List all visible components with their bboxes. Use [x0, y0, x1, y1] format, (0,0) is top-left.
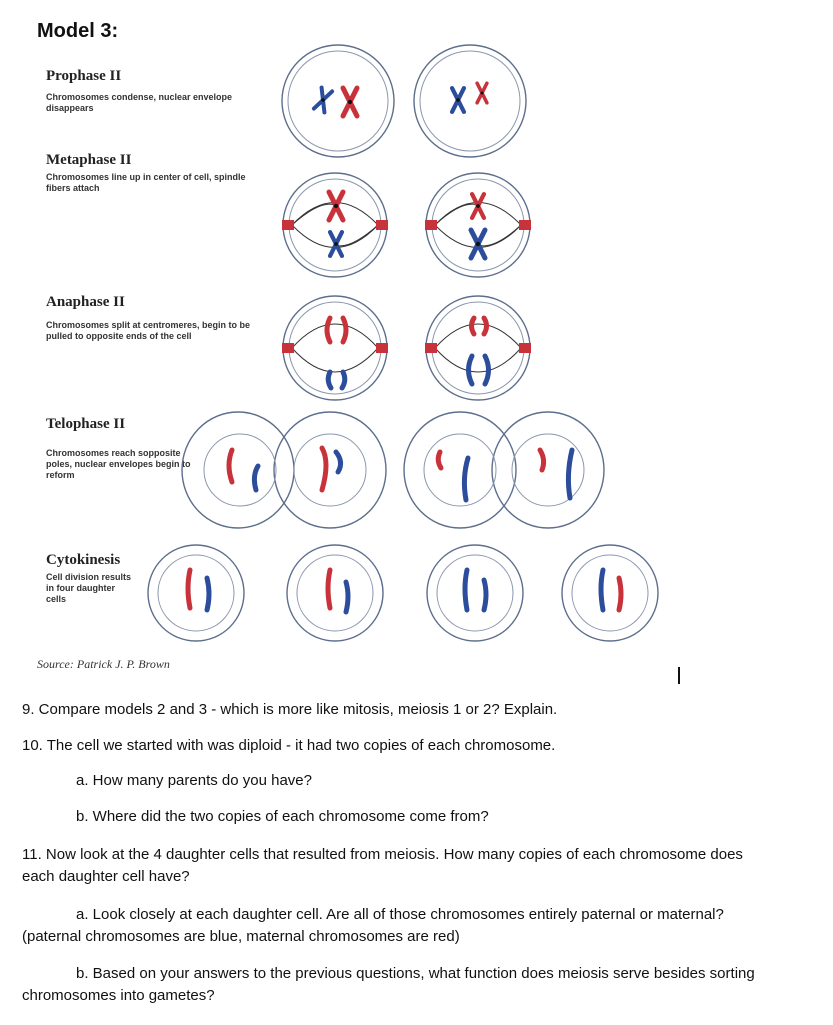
text-cursor [678, 667, 680, 684]
meiosis-ii-diagram [0, 0, 833, 680]
telophase-cell-left [182, 412, 386, 528]
source-credit: Source: Patrick J. P. Brown [37, 657, 170, 672]
telophase-cell-right [404, 412, 604, 528]
metaphase-cell-left [282, 173, 388, 277]
daughter-cell-3 [427, 545, 523, 641]
question-10a: a. How many parents do you have? [76, 770, 312, 792]
daughter-cell-4 [562, 545, 658, 641]
question-11a: a. Look closely at each daughter cell. A… [22, 904, 827, 948]
question-9: 9. Compare models 2 and 3 - which is mor… [22, 699, 557, 721]
anaphase-cell-left [282, 296, 388, 400]
question-11b: b. Based on your answers to the previous… [22, 963, 827, 1007]
prophase-cell-right [414, 45, 526, 157]
anaphase-cell-right [425, 296, 531, 400]
question-10: 10. The cell we started with was diploid… [22, 735, 555, 757]
question-10b: b. Where did the two copies of each chro… [76, 806, 489, 828]
daughter-cell-2 [287, 545, 383, 641]
question-11: 11. Now look at the 4 daughter cells tha… [22, 844, 827, 888]
daughter-cell-1 [148, 545, 244, 641]
prophase-cell-left [282, 45, 394, 157]
metaphase-cell-right [425, 173, 531, 277]
